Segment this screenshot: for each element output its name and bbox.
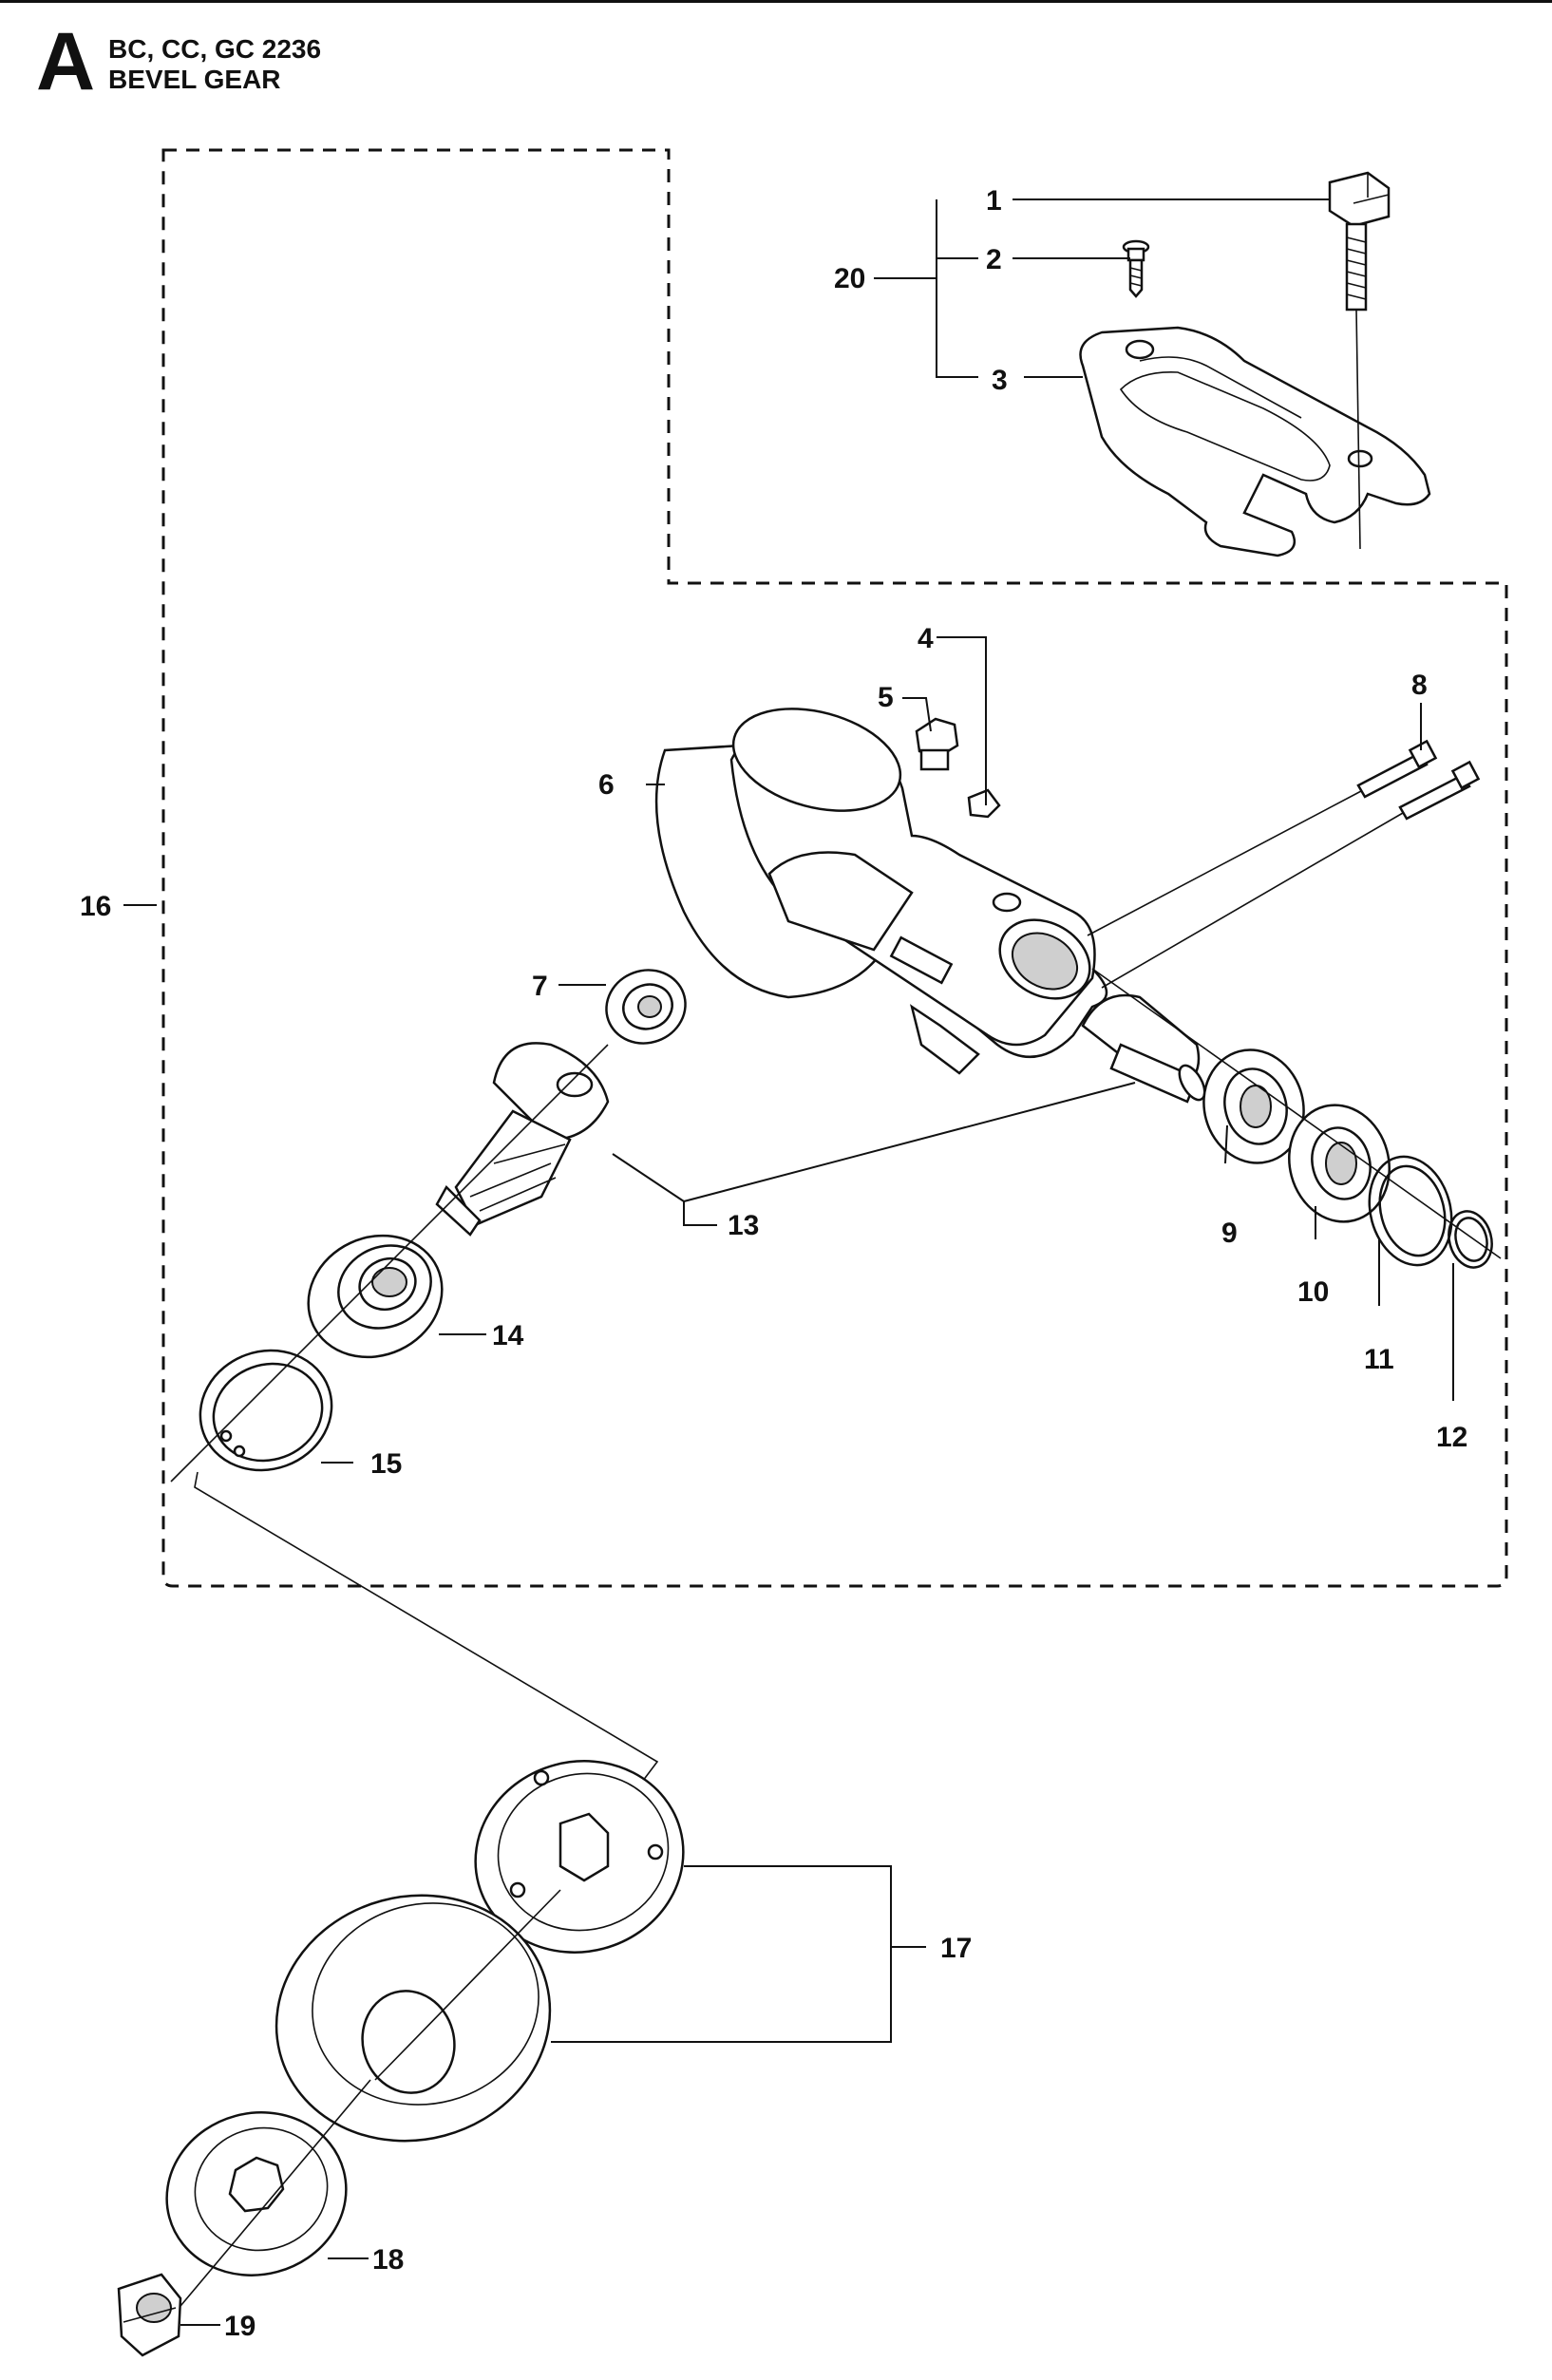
callout-labels: 1 2 3 20 4 5 6 8 16 7 13 9 10 11 12 14 1…: [80, 185, 1467, 2342]
part-7-bearing: [605, 969, 687, 1045]
diagram-title: BC, CC, GC 2236 BEVEL GEAR: [108, 34, 321, 95]
section-title: BEVEL GEAR: [108, 65, 281, 94]
part-5-plug: [915, 717, 959, 771]
callout-17: 17: [940, 1933, 972, 1964]
section-letter: A: [36, 16, 96, 107]
part-9-bearing: [1202, 1048, 1305, 1164]
model-line: BC, CC, GC 2236: [108, 34, 322, 64]
assembly-16-boundary: [161, 148, 1508, 1588]
callout-4: 4: [918, 623, 934, 654]
part-10-seal: [1288, 1104, 1391, 1223]
part-19-nut: [117, 2273, 182, 2357]
callout-3: 3: [992, 365, 1008, 396]
part-2-screw: [1122, 239, 1150, 298]
callout-5: 5: [878, 682, 894, 713]
part-1-bolt: [1328, 171, 1391, 550]
callout-2: 2: [986, 244, 1002, 275]
callout-15: 15: [370, 1448, 402, 1480]
part-3-clamp: [1079, 326, 1431, 557]
part-15-circlip: [199, 1349, 333, 1472]
assembly-axis-right: [1091, 968, 1502, 1259]
callout-19: 19: [224, 2311, 256, 2342]
part-4-key: [967, 788, 1001, 819]
part-13-gear-pinions: [435, 993, 1206, 1237]
callout-6: 6: [598, 769, 615, 801]
callout-8: 8: [1411, 670, 1428, 701]
top-rule: [0, 0, 1552, 3]
part-17-drive-disc: [274, 1760, 685, 2143]
callout-7: 7: [532, 971, 548, 1002]
part-11-ring: [1368, 1155, 1453, 1267]
part-12-circlip: [1448, 1210, 1493, 1269]
callout-10: 10: [1297, 1276, 1329, 1308]
callout-9: 9: [1221, 1218, 1238, 1249]
callout-12: 12: [1436, 1422, 1467, 1453]
part-8-bolts: [1087, 739, 1481, 989]
callout-16: 16: [80, 891, 111, 922]
leader-lines: [123, 198, 1454, 2326]
callout-20: 20: [834, 263, 865, 294]
assembly-axis-left: [170, 1044, 609, 1483]
part-6-gear-housing: [654, 708, 1108, 1075]
callout-18: 18: [372, 2244, 404, 2276]
callout-11: 11: [1364, 1344, 1394, 1375]
callout-1: 1: [986, 185, 1002, 217]
callout-14: 14: [492, 1320, 524, 1351]
part-14-bearing: [307, 1234, 444, 1359]
callout-13: 13: [728, 1210, 759, 1241]
part-18-washer: [165, 2079, 371, 2318]
